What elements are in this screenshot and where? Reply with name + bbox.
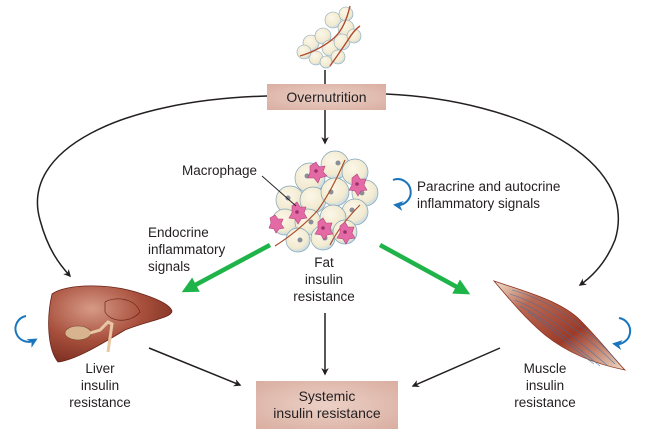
arrow-overnutrition-to-muscle (385, 93, 619, 286)
muscle-icon (492, 280, 627, 371)
liver-icon (48, 285, 173, 363)
overnutrition-box: Overnutrition (267, 84, 386, 110)
paracrine-loop-arrow-icon (392, 178, 412, 211)
muscle-loop-arrow-icon (612, 317, 632, 350)
endocrine-label: Endocrine inflammatory signals (148, 225, 226, 274)
muscle-insulin-resistance-label: Muscle insulin resistance (514, 361, 576, 410)
macrophage-label: Macrophage (182, 163, 258, 178)
arrow-muscle-to-systemic (411, 347, 501, 388)
liver-loop-arrow-icon (14, 315, 38, 348)
arrow-liver-to-systemic (148, 347, 242, 387)
endocrine-arrow-to-muscle (378, 243, 471, 295)
adipose-macrophage-cluster-icon (268, 150, 379, 253)
macrophage-pointer-line (261, 175, 297, 207)
paracrine-autocrine-label: Paracrine and autocrine inflammatory sig… (417, 179, 561, 211)
arrow-overnutrition-to-liver (36, 95, 268, 278)
fat-insulin-resistance-label: Fat insulin resistance (293, 255, 355, 304)
endocrine-arrow-to-liver (181, 243, 272, 293)
liver-insulin-resistance-label: Liver insulin resistance (69, 361, 131, 410)
adipose-cluster-icon (296, 5, 362, 69)
systemic-insulin-resistance-box: Systemic insulin resistance (256, 381, 398, 429)
